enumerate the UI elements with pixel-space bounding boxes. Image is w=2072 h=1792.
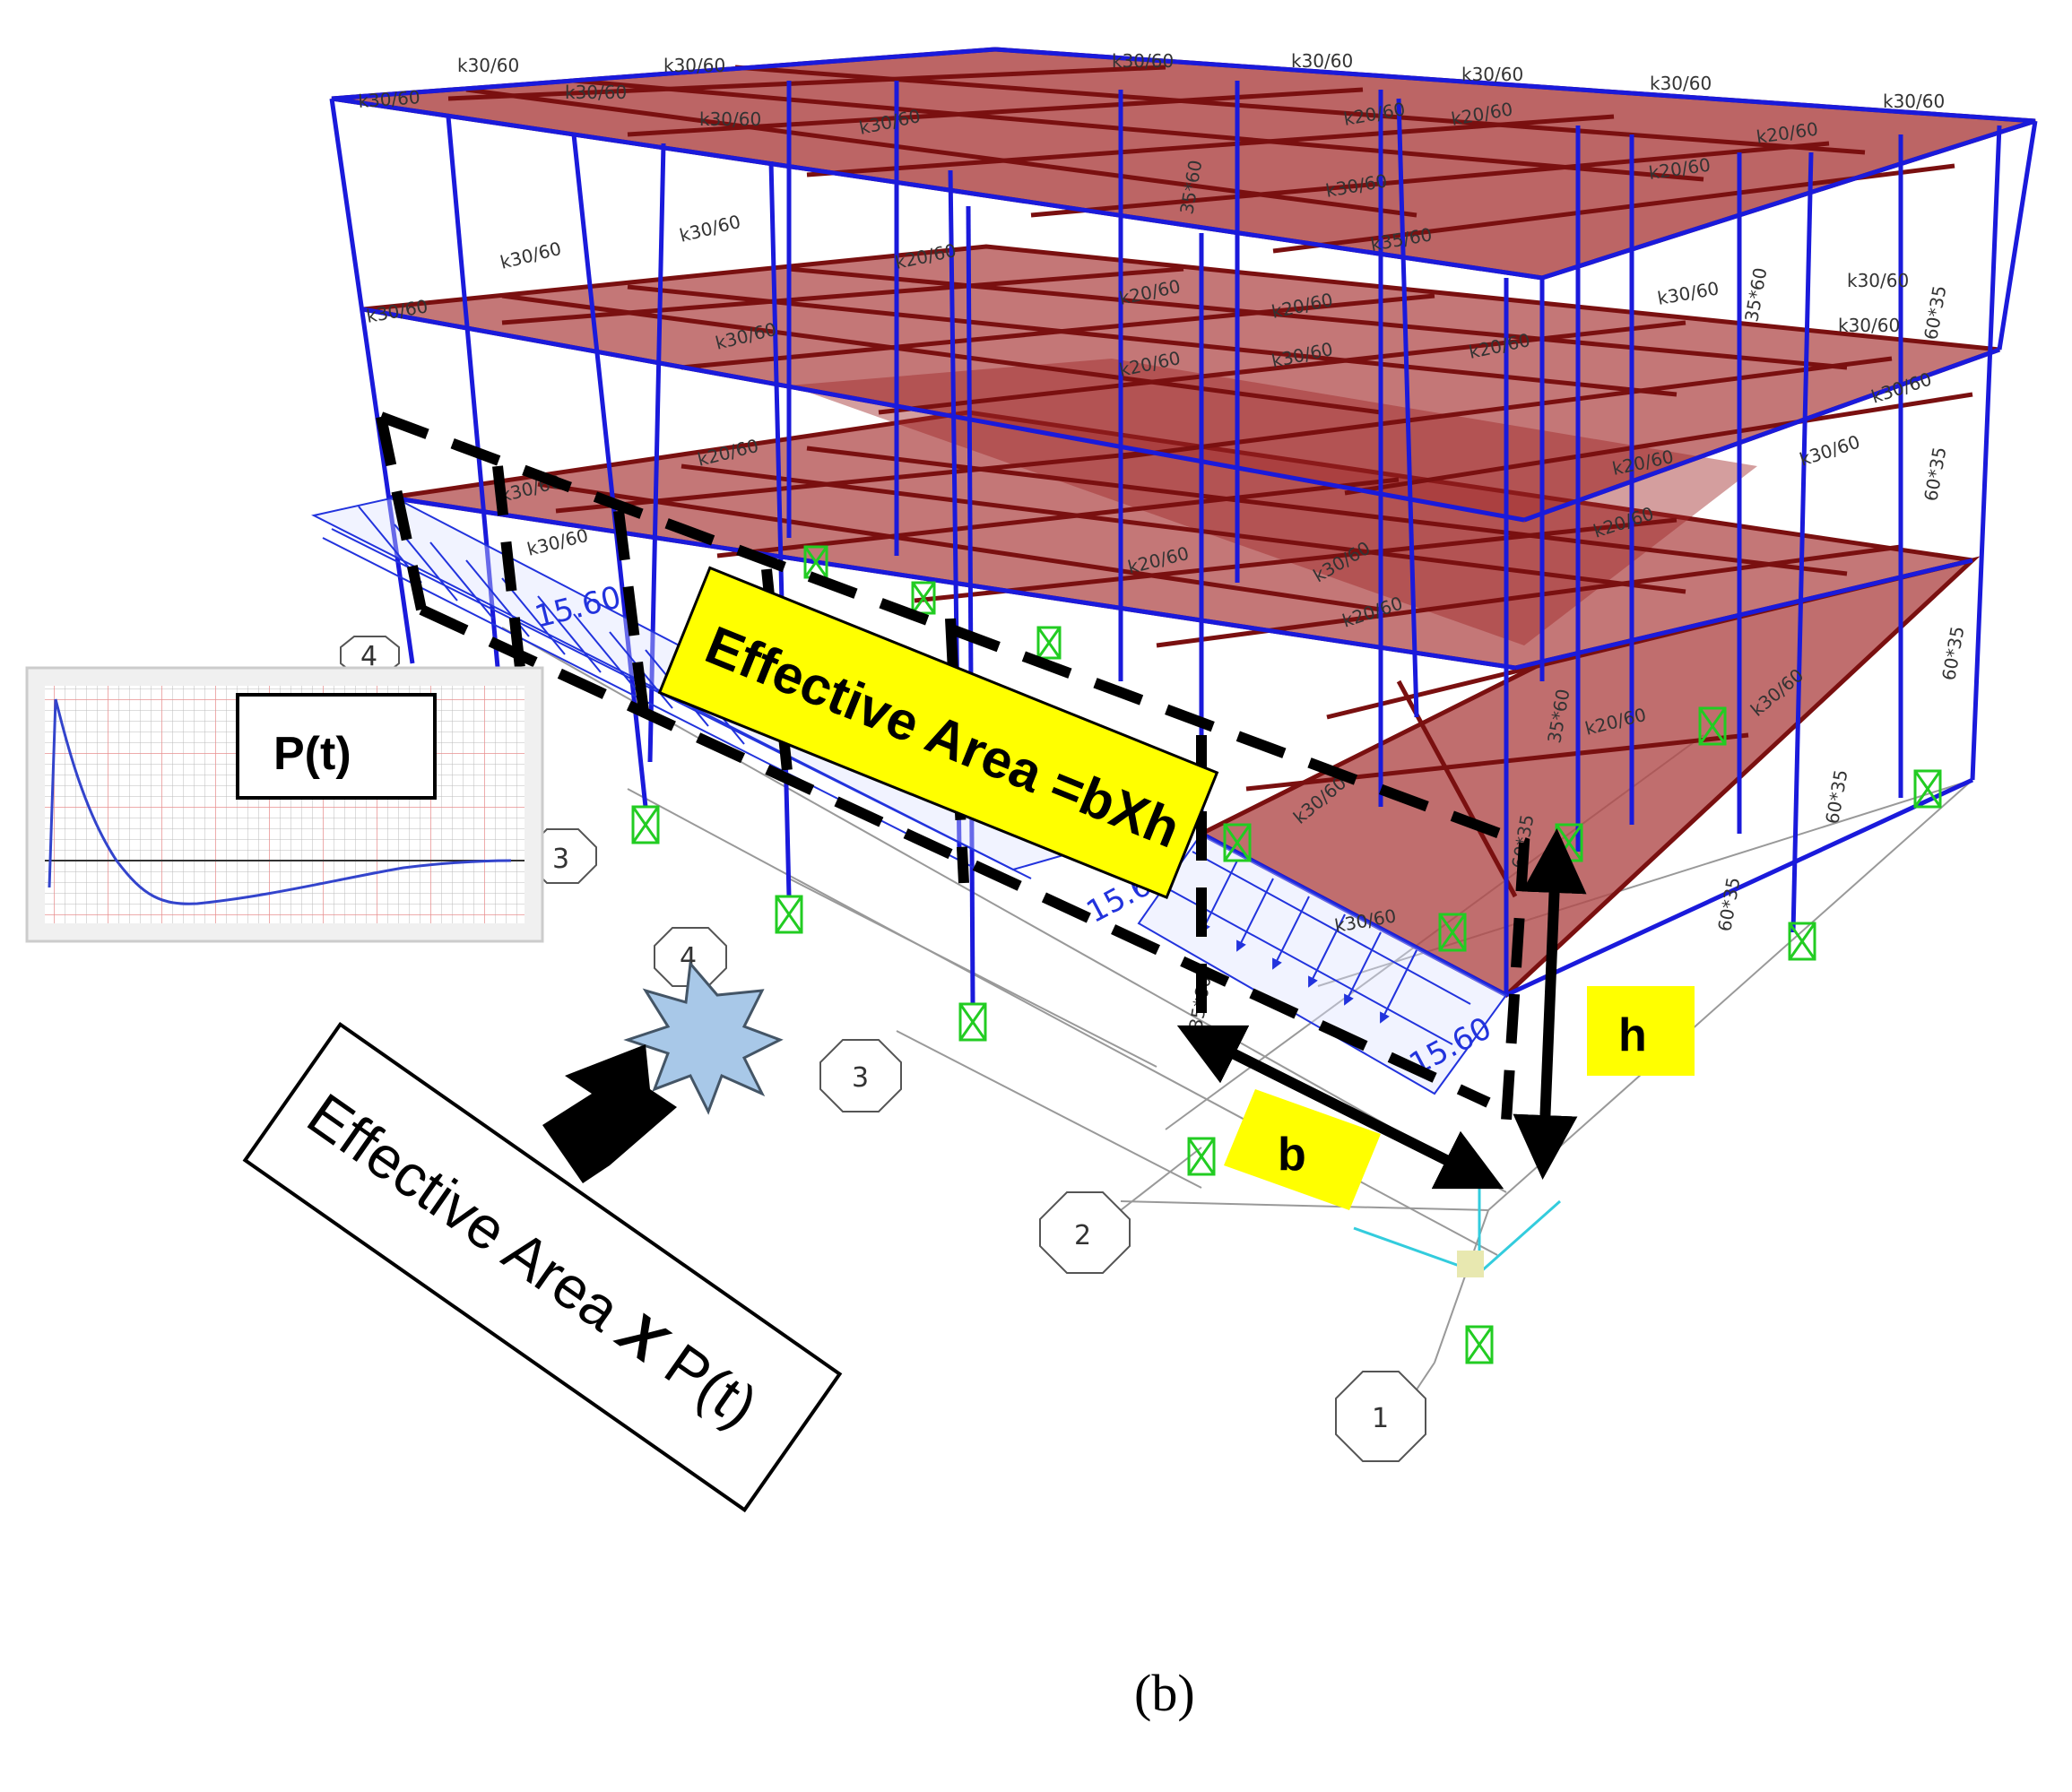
beam-label: k30/60 [358, 86, 421, 112]
pressure-curve [48, 698, 512, 905]
svg-text:1: 1 [1372, 1403, 1389, 1434]
svg-text:2: 2 [1074, 1220, 1091, 1251]
beam-label: k30/60 [1838, 315, 1900, 336]
formula-label: Effective Area X P(t) [296, 1080, 769, 1440]
support-icon [1036, 626, 1062, 660]
column-label: 60*35 [1920, 446, 1950, 503]
svg-text:3: 3 [852, 1062, 869, 1094]
support-icon [1698, 706, 1727, 746]
beam-label: k30/60 [1656, 277, 1721, 309]
force-arrow-icon [542, 1044, 677, 1183]
support-icon [1465, 1325, 1494, 1364]
grid-bubble: 1 [1335, 1371, 1426, 1462]
beam-label: k30/60 [699, 108, 761, 130]
column-label: 60*35 [1920, 284, 1950, 342]
support-icon [631, 805, 660, 844]
svg-text:3: 3 [552, 844, 569, 875]
effective-area-outline [376, 411, 1530, 1121]
support-icon [1223, 823, 1252, 862]
beam-label: k30/60 [663, 55, 725, 76]
axes-icon [1353, 1183, 1561, 1277]
column-label: 60*35 [1713, 876, 1744, 933]
beam-label: k30/60 [1291, 50, 1353, 72]
support-icon [1788, 922, 1816, 961]
dimension-b-arrow [1176, 1025, 1504, 1190]
grid-bubble: 3 [819, 1039, 902, 1112]
beam-label: k30/60 [525, 524, 590, 560]
dimension-h-arrow [1513, 828, 1587, 1180]
beam-label: k30/60 [565, 82, 627, 103]
dimension-arrows [1176, 828, 1587, 1190]
pressure-graph-label: P(t) [273, 728, 351, 780]
support-icon [958, 1002, 987, 1042]
figure-caption: (b) [1134, 1664, 1195, 1722]
pressure-time-graph: P(t) [25, 666, 544, 943]
support-icon [775, 895, 803, 934]
beam-label: k30/60 [1112, 50, 1174, 72]
support-icon [1187, 1137, 1216, 1176]
beam-label: k30/60 [498, 238, 563, 273]
support-icon [1438, 913, 1467, 952]
beam-label: k30/60 [457, 55, 519, 76]
beam-label: k30/60 [677, 211, 742, 247]
dimension-b-label: b [1278, 1129, 1306, 1181]
svg-text:4: 4 [360, 641, 377, 672]
column-label: 60*35 [1821, 768, 1851, 826]
blast-icon [623, 960, 784, 1115]
formula-box: Effective Area X P(t) [242, 1021, 843, 1513]
column-label: 35*60 [1740, 266, 1771, 324]
beam-label: k30/60 [1883, 91, 1945, 112]
dimension-b-callout: b [1224, 1089, 1381, 1210]
beam-label: k30/60 [1650, 73, 1712, 94]
beam-label: k30/60 [365, 295, 429, 327]
beam-label: k30/60 [1461, 64, 1523, 85]
grid-bubble: 2 [1039, 1191, 1131, 1274]
dimension-h-callout: h [1587, 986, 1695, 1076]
dimension-h-label: h [1618, 1009, 1647, 1061]
column-label: 60*35 [1938, 625, 1968, 682]
support-icon [1913, 769, 1942, 809]
grid-bubbles: 1 2 3 4 3 4 [340, 636, 1426, 1462]
beam-label: k30/60 [1847, 270, 1909, 291]
